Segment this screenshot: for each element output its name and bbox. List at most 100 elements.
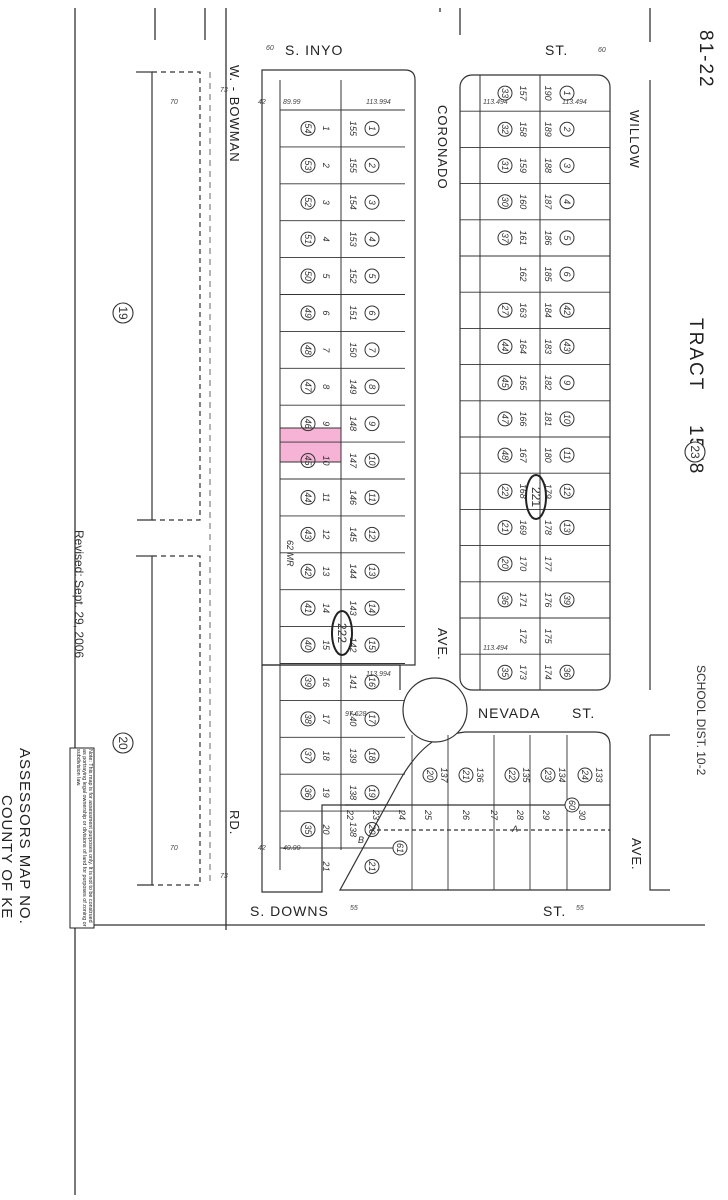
dim-42-b: 42 — [258, 845, 266, 852]
left-lot-circle: 1 — [364, 120, 380, 136]
small-lot-number: 25 — [423, 809, 433, 821]
left-lot-circle-label: 19 — [367, 788, 377, 798]
right-lot-assess: 167 — [518, 448, 528, 464]
block-20 — [136, 555, 201, 886]
right-lot-b: 183 — [543, 339, 553, 354]
left-lot-apn-label: 45 — [303, 456, 313, 467]
right-lot-apn: 37 — [497, 230, 513, 246]
right-lot-circle-label: 2 — [562, 126, 572, 132]
right-lot-apn-label: 32 — [500, 124, 510, 134]
left-lot-number: 8 — [321, 384, 331, 389]
left-lot-assess: 148 — [348, 416, 358, 431]
left-lot-apn: 37 — [300, 748, 316, 764]
right-lot-circle: 6 — [559, 266, 575, 282]
left-lot-assess: 147 — [348, 453, 358, 469]
circle-60: 60 — [564, 797, 580, 813]
small-lot-number: 23 — [371, 809, 381, 820]
bottom-lot-circle: 23 — [540, 767, 556, 783]
right-lot-apn: 20 — [497, 556, 513, 572]
right-lot-circle-label: 39 — [562, 595, 572, 605]
left-lot-apn: 39 — [300, 674, 316, 690]
right-lot-apn: 35 — [497, 664, 513, 680]
left-lot-apn-label: 53 — [303, 160, 313, 170]
right-lot-apn-label: 27 — [500, 304, 510, 316]
note-box-content: Note: This map is for assessment purpose… — [75, 749, 93, 926]
left-lot-circle: 20 — [364, 822, 380, 838]
left-lot-assess: 149 — [348, 379, 358, 394]
right-lot-circle-label: 5 — [562, 235, 572, 241]
left-lot-apn-label: 42 — [303, 566, 313, 576]
left-lot-assess: 138 — [348, 785, 358, 800]
right-lot-apn-label: 33 — [500, 88, 510, 98]
right-lot-circle-label: 11 — [562, 450, 572, 459]
left-lot-circle: 19 — [364, 785, 380, 801]
left-lot-apn-label: 51 — [303, 234, 313, 244]
dim-113-994-bottom: 113.994 — [366, 671, 391, 678]
left-lot-circle: 10 — [364, 453, 380, 469]
left-lot-circle: 12 — [364, 526, 380, 542]
small-lot-number: 30 — [577, 810, 587, 820]
right-lot-apn: 44 — [497, 339, 513, 354]
left-lot-apn-label: 44 — [303, 492, 313, 502]
right-lot-circle-label: 3 — [562, 163, 572, 168]
bottom-lot-value: 136 — [475, 767, 485, 782]
left-lot-number: 10 — [321, 456, 331, 466]
bottom-lot-circle: 24 — [577, 767, 593, 783]
circle-221: 221 — [525, 474, 547, 520]
left-lot-assess: 155 — [348, 121, 358, 137]
school-district: SCHOOL DIST. 10-2 — [694, 665, 708, 776]
bottom-lot-circle-label: 21 — [461, 769, 471, 780]
left-lot-circle-label: 15 — [367, 640, 377, 651]
left-lot-assess: 140 — [348, 711, 358, 726]
right-lot-apn-label: 21 — [500, 521, 510, 532]
left-lot-assess: 155 — [348, 158, 358, 174]
left-lot-number: 15 — [321, 640, 331, 651]
left-lot-assess: 138 — [348, 822, 358, 837]
right-lot-apn-label: 37 — [500, 233, 510, 244]
left-lot-apn-label: 52 — [303, 197, 313, 207]
right-block — [459, 74, 611, 691]
cul-de-sac — [402, 677, 468, 743]
small-lot-number: 29 — [541, 809, 551, 820]
left-lot-apn-label: 54 — [303, 123, 313, 133]
left-lot-apn-label: 43 — [303, 529, 313, 539]
street-willow: WILLOW — [627, 110, 642, 169]
street-inyo: S. INYO — [285, 42, 343, 58]
dim-70-b: 70 — [170, 845, 178, 852]
right-lot-circle: 3 — [559, 158, 575, 173]
left-lot-apn: 41 — [300, 600, 316, 616]
left-lot-assess: 153 — [348, 232, 358, 247]
bottom-lot-circle: 20 — [422, 767, 438, 783]
left-lot-apn-label: 35 — [303, 825, 313, 836]
left-lot-number: 4 — [321, 237, 331, 242]
left-lot-circle: 16 — [364, 674, 380, 690]
right-lot-circle-label: 6 — [562, 272, 572, 277]
bottom-lot-circle-label: 23 — [543, 769, 553, 780]
bottom-lot-circle: 21 — [458, 767, 474, 783]
right-lot-b: 179 — [543, 484, 553, 499]
right-lot-b: 180 — [543, 448, 553, 463]
left-lot-circle: 13 — [364, 563, 380, 579]
right-lot-b: 178 — [543, 520, 553, 535]
right-lot-apn-label: 30 — [500, 197, 510, 207]
svg-text:60: 60 — [567, 800, 577, 810]
dim-55-a: 55 — [350, 905, 358, 912]
street-downs-st: ST. — [543, 903, 566, 919]
left-lot-apn: 46 — [300, 416, 316, 432]
right-lot-assess: 160 — [518, 194, 528, 209]
left-lot-apn-label: 46 — [303, 419, 313, 429]
left-lot-apn-label: 47 — [303, 382, 313, 393]
map-sheet-number: 81-22 — [695, 30, 716, 89]
small-lot-number: 28 — [515, 809, 525, 820]
right-lot-assess: 172 — [518, 629, 528, 644]
dim-113-494-bottom: 113.494 — [483, 645, 508, 652]
left-lot-circle-label: 14 — [367, 603, 377, 613]
right-lot-circle-label: 1 — [562, 91, 572, 96]
right-lot-assess: 159 — [518, 158, 528, 173]
left-lot-number: 17 — [321, 714, 331, 725]
left-lot-apn: 47 — [300, 379, 316, 395]
right-lot-assess: 165 — [518, 375, 528, 391]
right-lot-b: 182 — [543, 375, 553, 390]
right-lot-apn-label: 36 — [500, 595, 510, 605]
left-lot-number: 13 — [321, 566, 331, 576]
